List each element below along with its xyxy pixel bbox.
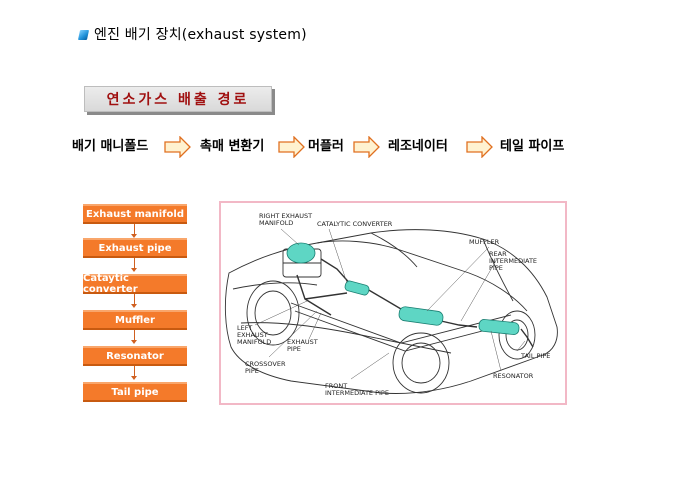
right-arrow-icon (353, 136, 380, 158)
label-line: REAR (489, 250, 507, 258)
flow-step-3: 머플러 (308, 139, 344, 154)
label-crossover-pipe: CROSSOVER PIPE (245, 361, 286, 375)
arrow-down-icon (131, 268, 137, 272)
label-line: PIPE (489, 264, 503, 272)
title-text: 엔진 배기 장치(exhaust system) (94, 27, 307, 43)
flowchart-connector (134, 366, 135, 378)
label-exhaust-pipe: EXHAUST PIPE (287, 339, 318, 353)
flowchart-connector (134, 224, 135, 236)
flow-step-1: 배기 매니폴드 (72, 139, 149, 154)
label-line: PIPE (287, 345, 301, 353)
flow-step-5: 테일 파이프 (500, 139, 565, 154)
label-line: RESONATOR (493, 372, 534, 380)
label-rear-intermediate-pipe: REAR INTERMEDIATE PIPE (489, 251, 537, 272)
label-right-exhaust-manifold: RIGHT EXHAUST MANIFOLD (259, 213, 312, 227)
car-exhaust-illustration (224, 228, 558, 394)
label-line: TAIL PIPE (521, 352, 551, 360)
label-line: MANIFOLD (237, 338, 272, 346)
flowchart-connector (134, 258, 135, 270)
arrow-down-icon (131, 304, 137, 308)
exhaust-flowchart: Exhaust manifold Exhaust pipe Cataytic c… (80, 198, 190, 408)
flow-step-4: 레조네이터 (388, 139, 448, 154)
flowchart-box: Cataytic converter (83, 273, 187, 295)
flowchart-box: Exhaust pipe (83, 238, 187, 258)
label-line: EXHAUST (287, 338, 318, 346)
label-line: MANIFOLD (259, 219, 294, 227)
exhaust-flow-row: 배기 매니폴드 촉매 변환기 머플러 레조네이터 테일 파이프 (72, 136, 672, 160)
label-left-exhaust-manifold: LEFT EXHAUST MANIFOLD (237, 325, 271, 346)
flow-step-2: 촉매 변환기 (200, 139, 265, 154)
label-resonator: RESONATOR (493, 373, 533, 380)
label-line: PIPE (245, 367, 259, 375)
label-line: INTERMEDIATE PIPE (325, 389, 389, 397)
label-line: MUFFLER (469, 238, 500, 246)
label-line: LEFT (237, 324, 253, 332)
label-line: FRONT (325, 382, 348, 390)
label-tail-pipe: TAIL PIPE (521, 353, 550, 360)
flowchart-connector (134, 294, 135, 306)
label-front-intermediate-pipe: FRONT INTERMEDIATE PIPE (325, 383, 389, 397)
right-arrow-icon (278, 136, 305, 158)
label-line: RIGHT EXHAUST (259, 212, 313, 220)
flowchart-box: Resonator (83, 346, 187, 366)
flowchart-box: Muffler (83, 310, 187, 330)
arrow-down-icon (131, 234, 137, 238)
label-line: INTERMEDIATE (489, 257, 538, 265)
label-line: EXHAUST (237, 331, 268, 339)
arrow-down-icon (131, 340, 137, 344)
exhaust-system-diagram: RIGHT EXHAUST MANIFOLD CATALYTIC CONVERT… (219, 201, 567, 405)
label-muffler: MUFFLER (469, 239, 499, 246)
flowchart-connector (134, 330, 135, 342)
section-heading: 연소가스 배출 경로 (84, 86, 272, 112)
flowchart-box: Exhaust manifold (83, 204, 187, 224)
right-arrow-icon (466, 136, 493, 158)
bullet-icon (78, 29, 89, 40)
label-line: CATALYTIC CONVERTER (317, 220, 393, 228)
label-catalytic-converter: CATALYTIC CONVERTER (317, 221, 392, 228)
flowchart-box: Tail pipe (83, 382, 187, 402)
slide-title: 엔진 배기 장치(exhaust system) (78, 24, 307, 44)
label-line: CROSSOVER (245, 360, 286, 368)
arrow-down-icon (131, 376, 137, 380)
right-arrow-icon (164, 136, 191, 158)
